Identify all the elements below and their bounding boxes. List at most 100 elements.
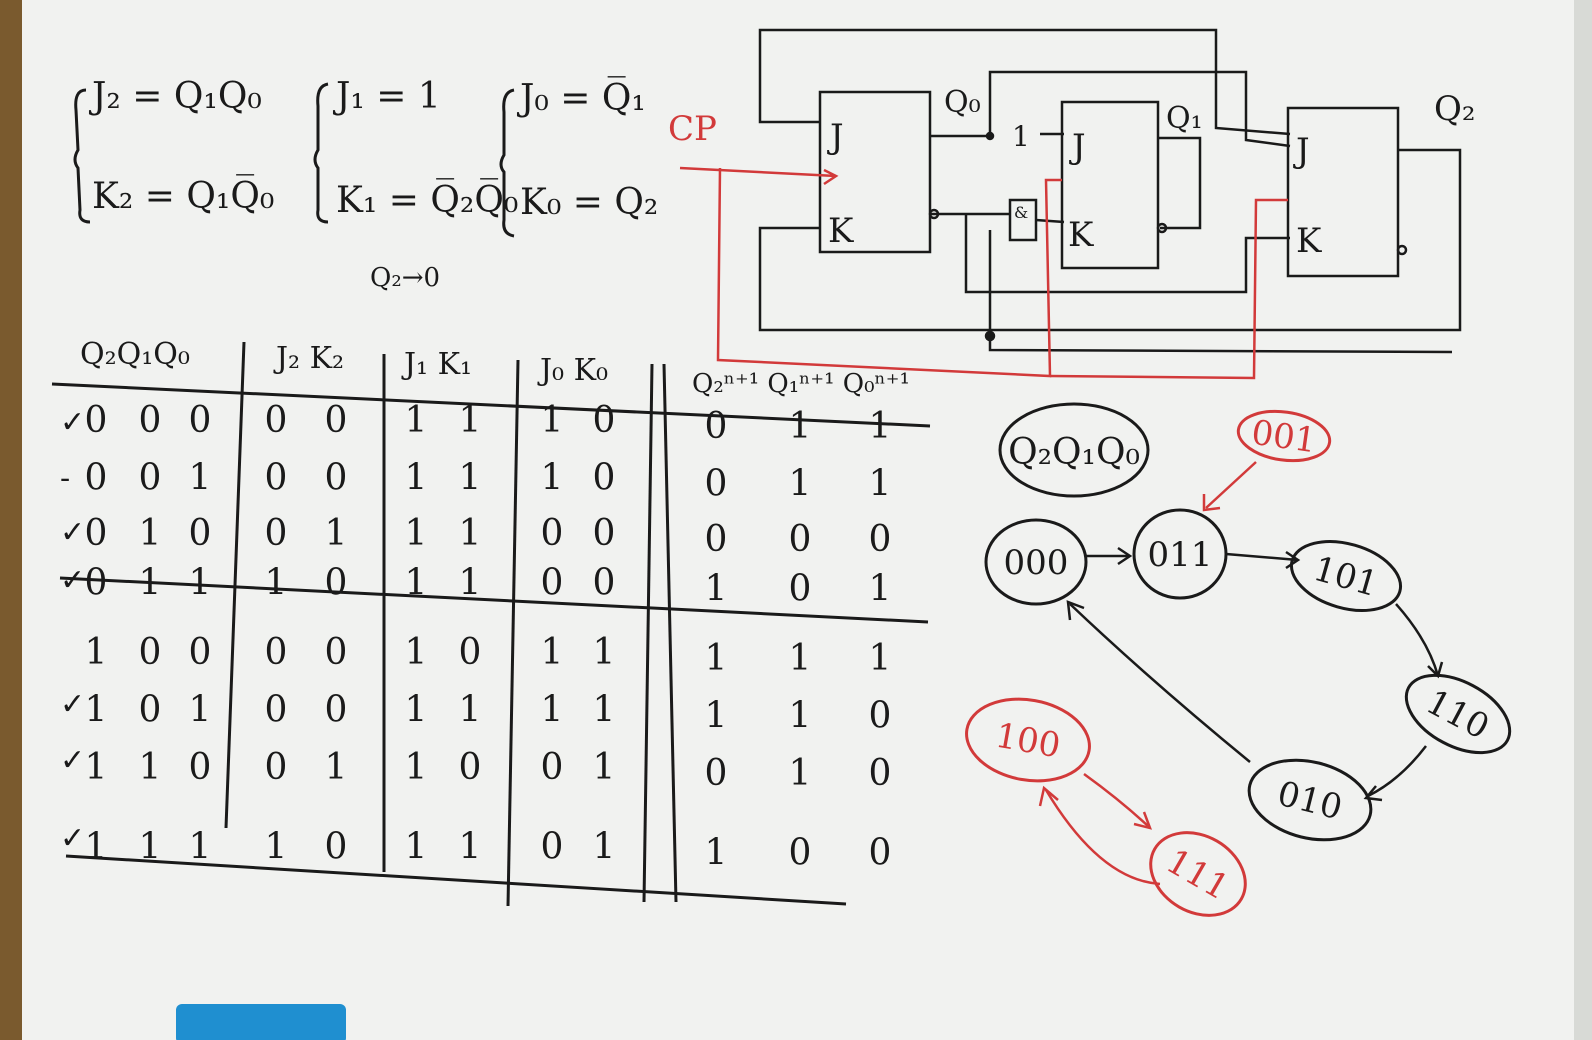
ff1-j: J [1069,127,1086,167]
row-check-mark: ✓ [60,687,85,722]
table-cell-next: 1 [869,464,892,505]
table-cell-state: 0 [139,632,162,673]
ff0-j: J [827,117,844,157]
brace-1 [73,88,91,224]
brace-2 [313,82,329,224]
state-ellipse [1132,508,1228,600]
q0-label: Q₀ [944,85,981,120]
table-cell-state: 0 [139,690,162,731]
circuit [758,28,1462,354]
table-cell-jk2: 0 [265,513,288,554]
table-cell-next: 1 [705,696,728,737]
arrowhead-001-011 [1202,494,1221,512]
table-cell-state: 1 [85,632,108,673]
table-cell-jk1: 1 [405,632,428,673]
table-cell-jk1: 1 [459,458,482,499]
arrowhead-111-100 [1038,785,1059,807]
row-check-mark: ✓ [60,743,85,778]
eq-j2: J₂ = Q₁Q₀ [88,76,262,117]
table-cell-jk1: 1 [459,827,482,868]
table-cell-jk1: 0 [459,632,482,673]
circuit-labels: CP J K J K J K Q₀ Q₁ Q₂ 1 & [668,85,1476,261]
table-cell-jk0: 1 [541,458,564,499]
arrowhead-010-000 [1066,600,1085,621]
ff1-box [1060,100,1160,270]
table-cell-next: 1 [789,753,812,794]
q1-label: Q₁ [1166,101,1203,136]
table-cell-state: 1 [139,827,162,868]
table-header: Q₂Q₁Q₀ J₂ K₂ J₁ K₁ J₀ K₀ Q₂ⁿ⁺¹ Q₁ⁿ⁺¹ Q₀ⁿ… [80,337,910,399]
eq-j0: J₀ = Q̅₁ [516,75,646,119]
arrowhead-100-111 [1133,811,1153,830]
eq-note: Q₂→0 [370,263,440,293]
row-check-mark: - [60,461,70,496]
wire-q2bar [988,230,1453,354]
state-node-100: 100 [965,697,1091,783]
table-cell-jk0: 1 [593,632,616,673]
q2-label: Q₂ [1434,89,1476,129]
wire-and-out [1035,218,1065,224]
table-cell-jk1: 1 [405,827,428,868]
row-check-mark: ✓ [60,821,85,856]
table-cell-jk2: 0 [325,690,348,731]
table-cell-state: 1 [85,747,108,788]
table-cell-next: 1 [789,696,812,737]
cp-line [679,166,837,178]
table-cell-jk2: 0 [325,827,348,868]
arrow-100-111 [1083,772,1149,827]
state-label: 001 [1249,413,1319,462]
bubble-ff2 [1396,244,1408,256]
table-cell-state: 0 [85,513,108,554]
board-right-frame [1574,0,1592,1040]
table-cell-next: 1 [869,569,892,610]
table-cell-state: 1 [189,458,212,499]
table-cell-state: 0 [189,513,212,554]
node-1 [984,330,996,342]
arrowhead-110-010 [1363,785,1383,802]
bottom-rule [65,854,847,906]
th-jk1: J₁ K₁ [401,347,472,382]
table-cell-state: 0 [139,458,162,499]
table-cell-next: 0 [705,464,728,505]
table-cell-next: 0 [869,753,892,794]
table-cell-state: 1 [189,827,212,868]
table-cell-state: 0 [85,563,108,604]
table-cell-jk0: 1 [541,400,564,441]
row-check-mark: ✓ [60,563,85,598]
table-cell-jk2: 0 [325,400,348,441]
cp-ff2 [1049,198,1288,380]
eq-j1: J₁ = 1 [332,76,441,117]
col-rule-4b [662,363,678,903]
table-cell-next: 1 [789,638,812,679]
state-node-011: 011 [1132,508,1228,600]
table-cell-jk1: 1 [405,513,428,554]
table-cell-jk0: 1 [541,690,564,731]
table-cell-jk1: 1 [459,400,482,441]
table-cell-jk0: 0 [593,563,616,604]
table-cell-jk2: 0 [265,400,288,441]
eq-k0: K₀ = Q₂ [520,182,658,223]
table-cell-state: 1 [189,563,212,604]
state-arrows [1038,461,1444,886]
equations: J₂ = Q₁Q₀ K₂ = Q₁Q̅₀ J₁ = 1 K₁ = Q̅₂Q̅₀ … [73,75,658,293]
table-cell-state: 1 [85,827,108,868]
table-cell-state: 1 [139,513,162,554]
row-check-mark: ✓ [60,515,85,550]
table-cell-next: 0 [789,569,812,610]
arrow-110-010 [1367,745,1427,798]
table-cell-next: 1 [789,464,812,505]
wire-q0 [930,70,1291,148]
table-cell-jk0: 1 [593,690,616,731]
th-jk2: J₂ K₂ [273,341,344,376]
arrow-010-000 [1069,603,1251,763]
ff2-box [1286,106,1400,278]
table-cell-next: 1 [705,638,728,679]
table-cell-next: 0 [789,519,812,560]
header-rule [51,382,931,428]
table-cell-next: 0 [705,519,728,560]
